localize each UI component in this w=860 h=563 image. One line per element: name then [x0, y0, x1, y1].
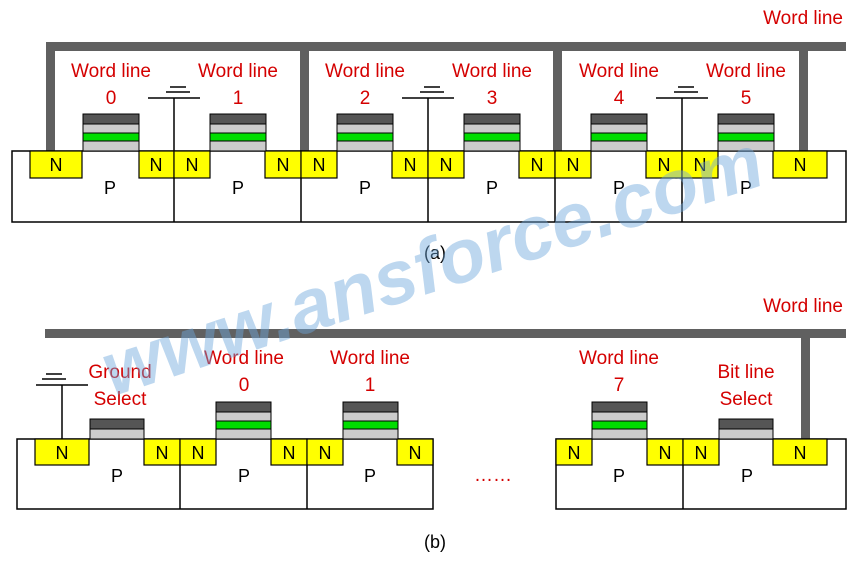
svg-text:7: 7 — [614, 375, 625, 396]
svg-text:P: P — [486, 178, 498, 198]
svg-text:P: P — [364, 466, 376, 486]
svg-text:Word line: Word line — [330, 348, 410, 369]
svg-text:P: P — [111, 466, 123, 486]
svg-text:P: P — [238, 466, 250, 486]
p-labels-a: P P P P P P — [104, 178, 752, 198]
word-line-bus-label-b: Word line — [763, 296, 843, 317]
svg-text:N: N — [404, 155, 417, 175]
svg-text:Word line: Word line — [325, 61, 405, 82]
caption-b: (b) — [424, 532, 446, 552]
svg-text:N: N — [794, 443, 807, 463]
svg-text:0: 0 — [239, 375, 250, 396]
svg-text:N: N — [567, 155, 580, 175]
svg-text:P: P — [613, 178, 625, 198]
svg-text:N: N — [283, 443, 296, 463]
svg-text:Select: Select — [720, 389, 774, 410]
svg-text:N: N — [156, 443, 169, 463]
svg-text:N: N — [50, 155, 63, 175]
svg-text:Word line: Word line — [579, 61, 659, 82]
svg-text:N: N — [694, 155, 707, 175]
svg-text:Bit line: Bit line — [717, 362, 774, 383]
word-line-bus-label-a: Word line — [763, 8, 843, 29]
gate-stack-b — [591, 401, 648, 440]
svg-text:0: 0 — [106, 88, 117, 109]
svg-text:N: N — [794, 155, 807, 175]
svg-text:N: N — [658, 155, 671, 175]
select-labels-b: Ground Select Bit line Select — [88, 362, 774, 410]
svg-text:4: 4 — [614, 88, 625, 109]
svg-text:P: P — [104, 178, 116, 198]
svg-text:P: P — [359, 178, 371, 198]
word-line-labels-a: Word line 0 Word line 1 Word line 2 Word… — [71, 61, 786, 109]
word-line-labels-b: Word line 0 Word line 1 Word line 7 — [204, 348, 659, 396]
svg-text:1: 1 — [365, 375, 376, 396]
ground-icon — [656, 86, 708, 151]
n-regions-a — [29, 150, 828, 179]
gate-stack-b — [342, 401, 399, 440]
svg-text:N: N — [440, 155, 453, 175]
caption-a: (a) — [424, 243, 446, 263]
svg-text:N: N — [319, 443, 332, 463]
word-line-bus-b — [45, 329, 846, 439]
svg-text:N: N — [568, 443, 581, 463]
svg-text:2: 2 — [360, 88, 371, 109]
svg-text:5: 5 — [741, 88, 752, 109]
diagram-b: Word line N N N N — [16, 296, 847, 552]
svg-text:N: N — [531, 155, 544, 175]
svg-text:Word line: Word line — [706, 61, 786, 82]
diagram-a: Word line — [11, 8, 847, 263]
svg-text:P: P — [232, 178, 244, 198]
svg-text:N: N — [56, 443, 69, 463]
svg-text:N: N — [186, 155, 199, 175]
svg-text:Ground: Ground — [88, 362, 151, 383]
svg-text:N: N — [277, 155, 290, 175]
svg-text:Word line: Word line — [452, 61, 532, 82]
bit-line-select-gate — [718, 418, 774, 440]
ground-icon — [36, 373, 88, 439]
gate-stack-a — [717, 113, 775, 152]
svg-text:Word line: Word line — [71, 61, 151, 82]
svg-text:N: N — [695, 443, 708, 463]
svg-text:Select: Select — [94, 389, 148, 410]
ground-icon — [402, 86, 454, 151]
svg-text:P: P — [741, 466, 753, 486]
n-regions-b — [34, 438, 828, 466]
svg-text:N: N — [313, 155, 326, 175]
ground-select-gate — [89, 418, 145, 440]
svg-text:N: N — [409, 443, 422, 463]
svg-text:Word line: Word line — [204, 348, 284, 369]
svg-text:N: N — [150, 155, 163, 175]
ellipsis: …… — [474, 465, 512, 486]
n-labels-a: N N N N N N N N N N N N — [50, 155, 807, 175]
n-labels-b: N N N N N N N N N N — [56, 443, 807, 463]
gate-stack-a — [336, 113, 394, 152]
word-line-bus-a — [46, 42, 846, 151]
svg-text:Word line: Word line — [198, 61, 278, 82]
svg-text:Word line: Word line — [579, 348, 659, 369]
svg-text:P: P — [613, 466, 625, 486]
gate-stack-a — [209, 113, 267, 152]
gate-stack-b — [215, 401, 272, 440]
ground-icon — [148, 86, 200, 151]
svg-text:N: N — [659, 443, 672, 463]
svg-text:3: 3 — [487, 88, 498, 109]
svg-text:N: N — [192, 443, 205, 463]
gate-stack-a — [590, 113, 648, 152]
gate-stack-a — [463, 113, 521, 152]
p-labels-b: P P P P P — [111, 466, 753, 486]
gate-stack-a — [82, 113, 140, 152]
svg-text:1: 1 — [233, 88, 244, 109]
svg-text:P: P — [740, 178, 752, 198]
